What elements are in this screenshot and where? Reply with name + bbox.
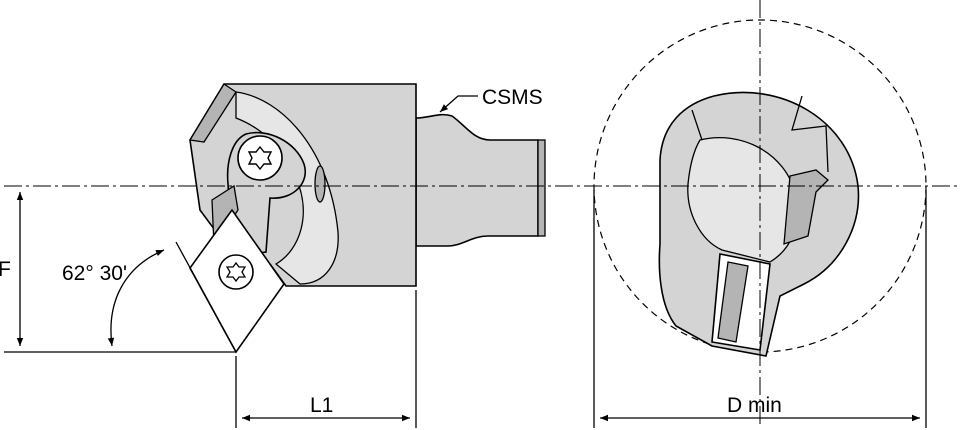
side-view	[188, 83, 546, 354]
dim-f: F	[0, 192, 236, 353]
clamp-screw-torx-icon	[247, 145, 273, 171]
front-insert-edge	[717, 261, 749, 343]
dim-l1: L1	[235, 290, 417, 428]
csms-label: CSMS	[482, 86, 543, 109]
front-inner-face	[687, 136, 799, 263]
coupling-neck	[415, 113, 539, 247]
head-chamfer	[188, 83, 237, 143]
front-top-edge	[691, 95, 829, 173]
insert-screw-head	[218, 254, 254, 290]
dim-l1-label: L1	[310, 394, 333, 417]
dim-f-label: F	[0, 258, 11, 281]
dim-angle-label: 62° 30'	[62, 262, 127, 285]
coupling-flange	[537, 139, 546, 237]
front-view	[593, 19, 927, 357]
dim-dmin: D min	[593, 190, 927, 428]
dim-angle: 62° 30'	[62, 241, 237, 353]
clamp-screw-head	[237, 135, 283, 181]
insert-screw-torx-icon	[225, 261, 247, 283]
front-clamp	[783, 169, 829, 245]
csms-callout: CSMS	[439, 86, 543, 113]
dim-dmin-label: D min	[727, 394, 782, 417]
side-slot	[314, 165, 326, 203]
